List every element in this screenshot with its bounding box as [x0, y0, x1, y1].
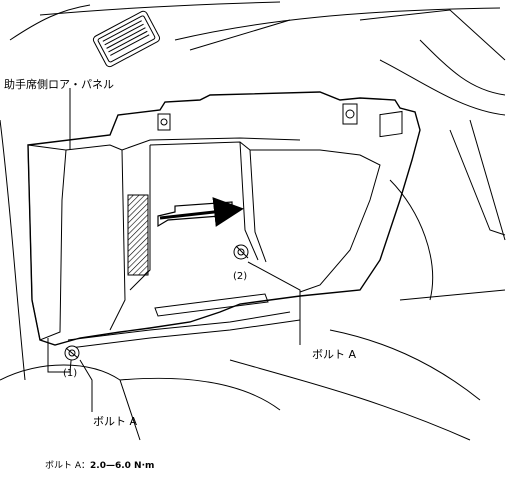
dash-right-edge	[469, 119, 506, 241]
dash-floor-right	[399, 289, 506, 301]
hatched-section	[127, 194, 149, 276]
dash-curve-left	[9, 4, 91, 41]
panel-inner-face	[121, 137, 301, 151]
torque-spec-note: ボルト A：2.0—6.0 N·m	[45, 462, 154, 471]
dash-bottom-right	[329, 329, 481, 401]
panel-clip-window	[379, 110, 403, 138]
dash-right-mid	[379, 59, 506, 116]
dash-right-upper	[359, 9, 506, 61]
lower-rail-2	[69, 319, 301, 349]
panel-inner-left	[65, 144, 126, 331]
bolt-a-left-label: ボルト A	[93, 415, 138, 428]
tab-hole-right	[345, 109, 355, 119]
dash-bottom-curve	[119, 377, 281, 411]
torque-prefix: ボルト A：	[45, 461, 91, 471]
dash-right-inner	[449, 129, 506, 236]
dash-right-lower	[389, 179, 434, 301]
dash-bottom-left	[0, 364, 141, 441]
panel-inner-wall-2	[249, 149, 267, 263]
bolt-2-icon	[233, 244, 249, 260]
lower-panel-outline	[27, 91, 421, 346]
lower-rail	[67, 311, 291, 341]
dash-right-surface	[419, 39, 506, 96]
dash-upper-sweep	[174, 7, 501, 41]
dash-bottom-floor	[229, 359, 471, 441]
dash-cross-line	[189, 19, 291, 51]
dash-top-line	[39, 1, 281, 16]
tab-hole-left	[160, 118, 168, 126]
bolt-1-icon	[64, 345, 80, 361]
callout-1-label: (1)	[63, 368, 78, 379]
panel-inner-wall	[239, 141, 259, 261]
panel-name-label: 助手席側ロア・パネル	[4, 78, 114, 91]
left-bracket	[47, 338, 73, 373]
leader-bolt-a-right	[247, 261, 301, 345]
lower-slot	[154, 293, 269, 317]
air-vent	[92, 10, 161, 68]
tab-left	[157, 113, 171, 131]
leader-bolt-a-left	[79, 359, 93, 412]
panel-opening	[149, 141, 381, 293]
bolt-a-right-label: ボルト A	[312, 348, 357, 361]
tab-right	[342, 103, 358, 125]
callout-2-label: (2)	[233, 271, 248, 282]
panel-front-face	[27, 144, 67, 341]
dash-left-edge	[0, 119, 26, 381]
panel-inner-shelf	[129, 145, 151, 291]
torque-value: 2.0—6.0 N·m	[90, 461, 155, 471]
